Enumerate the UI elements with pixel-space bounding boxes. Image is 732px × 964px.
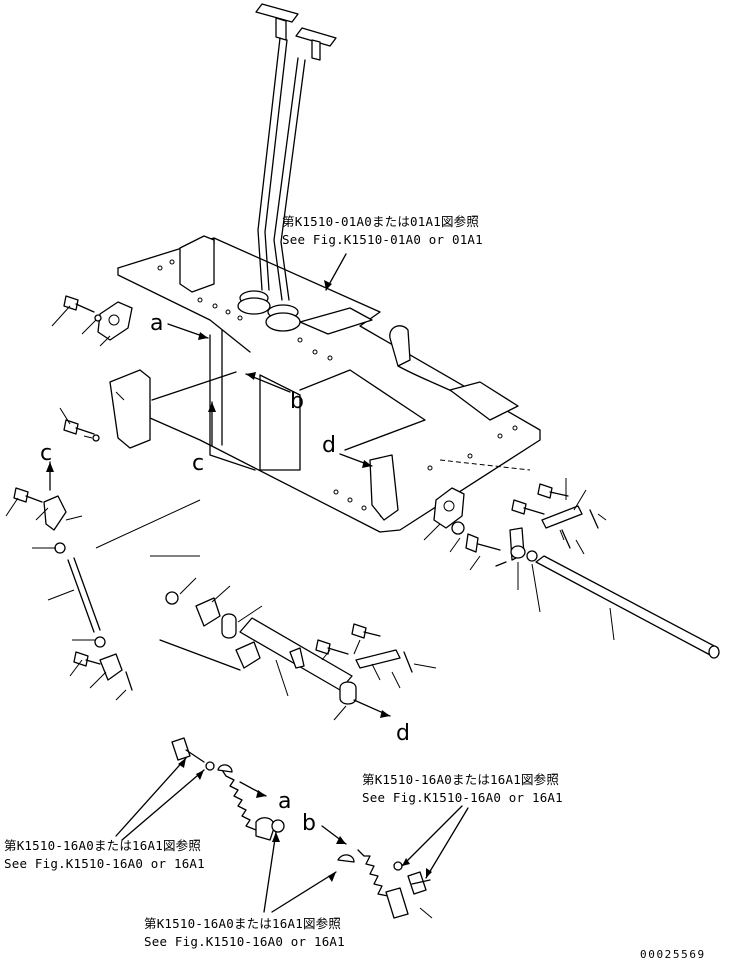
brackets: [97, 235, 519, 521]
bottom-ref-en: See Fig.K1510-16A0 or 16A1: [144, 934, 345, 949]
callout-c-mid: c: [192, 451, 204, 476]
right-shaft-assembly: [433, 483, 720, 659]
callout-c-left: c: [40, 441, 52, 466]
leader-lines: [5, 253, 615, 919]
drawing-serial-number: 00025569: [640, 948, 706, 961]
right-ref-jp: 第K1510-16A0または16A1図参照: [362, 772, 559, 787]
callout-letters: a b c c d d a b: [40, 311, 410, 836]
reference-labels: 第K1510-01A0または01A1図参照 See Fig.K1510-01A0…: [4, 214, 563, 949]
spring-assemblies: [171, 737, 431, 919]
control-lever-assembly: [237, 3, 337, 332]
middle-linkage: [95, 499, 413, 705]
left-ref-en: See Fig.K1510-16A0 or 16A1: [4, 856, 205, 871]
left-hardware: [13, 295, 133, 691]
callout-b-top: b: [290, 389, 304, 414]
bottom-ref-jp: 第K1510-16A0または16A1図参照: [144, 916, 341, 931]
callout-a-bottom: a: [278, 789, 291, 814]
left-ref-jp: 第K1510-16A0または16A1図参照: [4, 838, 201, 853]
right-ref-en: See Fig.K1510-16A0 or 16A1: [362, 790, 563, 805]
callout-b-bottom: b: [302, 811, 316, 836]
callout-a-top: a: [150, 311, 163, 336]
top-ref-jp: 第K1510-01A0または01A1図参照: [282, 214, 479, 229]
top-ref-en: See Fig.K1510-01A0 or 01A1: [282, 232, 483, 247]
callout-d-bottom: d: [396, 721, 410, 746]
callout-d-mid: d: [322, 433, 336, 458]
